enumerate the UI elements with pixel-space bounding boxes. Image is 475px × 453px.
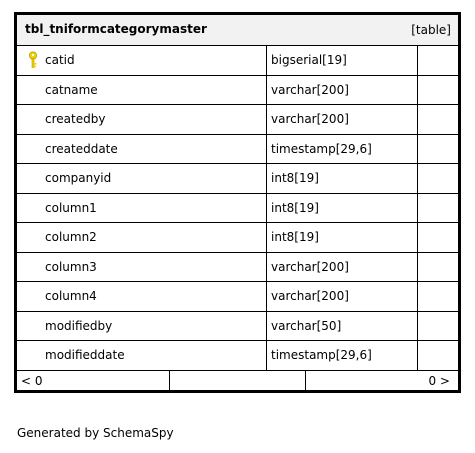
column-name[interactable]: column2 [45, 230, 97, 244]
column-row: column4 varchar[200] [17, 282, 458, 312]
column-name[interactable]: modifiedby [45, 318, 113, 333]
column-type-cell: timestamp[29,6] [267, 341, 418, 370]
column-name[interactable]: createddate [45, 141, 118, 156]
column-row: modifieddate timestamp[29,6] [17, 341, 458, 371]
primary-key-icon [29, 51, 37, 68]
column-type: varchar[200] [271, 112, 349, 126]
footer-spacer [170, 371, 306, 390]
parents-count: < 0 [21, 374, 43, 388]
column-type-cell: timestamp[29,6] [267, 134, 418, 163]
column-type-cell: varchar[200] [267, 252, 418, 281]
column-type: varchar[50] [271, 318, 342, 333]
column-type: int8[19] [271, 230, 319, 244]
column-type: int8[19] [271, 171, 319, 185]
column-type-cell: varchar[200] [267, 75, 418, 104]
column-type-cell: bigserial[19] [267, 46, 418, 75]
column-row: column1 int8[19] [17, 193, 458, 223]
children-count: 0 > [428, 374, 450, 388]
column-row: createddate timestamp[29,6] [17, 134, 458, 164]
column-name-cell: column3 [17, 252, 267, 281]
column-type: varchar[200] [271, 289, 349, 303]
column-row: column2 int8[19] [17, 223, 458, 253]
column-type-cell: varchar[200] [267, 105, 418, 134]
column-type-cell: int8[19] [267, 223, 418, 252]
column-type-cell: int8[19] [267, 193, 418, 222]
column-name[interactable]: column3 [45, 259, 97, 274]
column-type-cell: varchar[50] [267, 311, 418, 340]
table-box: tbl_tniformcategorymaster [table] catid b… [14, 12, 461, 393]
column-row: companyid int8[19] [17, 164, 458, 194]
column-name[interactable]: column1 [45, 200, 97, 215]
column-name-cell: column1 [17, 193, 267, 222]
table-kind: [table] [411, 23, 451, 37]
column-name-cell: catid [17, 46, 267, 75]
table-name[interactable]: tbl_tniformcategorymaster [25, 22, 207, 36]
column-name-cell: createddate [17, 134, 267, 163]
column-type: timestamp[29,6] [271, 348, 372, 362]
column-name-cell: modifiedby [17, 311, 267, 340]
column-name-cell: createdby [17, 105, 267, 134]
column-name-cell: modifieddate [17, 341, 267, 370]
column-type: bigserial[19] [271, 53, 347, 67]
column-type: varchar[200] [271, 82, 349, 97]
column-name[interactable]: modifieddate [45, 348, 125, 362]
column-type-cell: varchar[200] [267, 282, 418, 311]
column-name-cell: catname [17, 75, 267, 104]
column-type: int8[19] [271, 200, 319, 215]
column-name[interactable]: companyid [45, 171, 112, 185]
column-type: timestamp[29,6] [271, 141, 372, 156]
table-title-row: tbl_tniformcategorymaster [table] [17, 15, 458, 46]
column-name[interactable]: createdby [45, 112, 106, 126]
column-name-cell: column4 [17, 282, 267, 311]
column-type: varchar[200] [271, 259, 349, 274]
column-name[interactable]: column4 [45, 289, 97, 303]
column-row: modifiedby varchar[50] [17, 311, 458, 341]
column-name-cell: companyid [17, 164, 267, 193]
column-row: catname varchar[200] [17, 75, 458, 105]
children-cell: 0 > [306, 371, 458, 390]
column-type-cell: int8[19] [267, 164, 418, 193]
column-row: createdby varchar[200] [17, 105, 458, 135]
column-row: catid bigserial[19] [17, 46, 458, 76]
column-row: column3 varchar[200] [17, 252, 458, 282]
relationship-footer: < 0 0 > [17, 370, 458, 390]
generated-by-text: Generated by SchemaSpy [17, 426, 174, 440]
column-name[interactable]: catname [45, 82, 98, 97]
parents-cell: < 0 [17, 371, 170, 390]
column-name-cell: column2 [17, 223, 267, 252]
column-name[interactable]: catid [45, 53, 75, 67]
